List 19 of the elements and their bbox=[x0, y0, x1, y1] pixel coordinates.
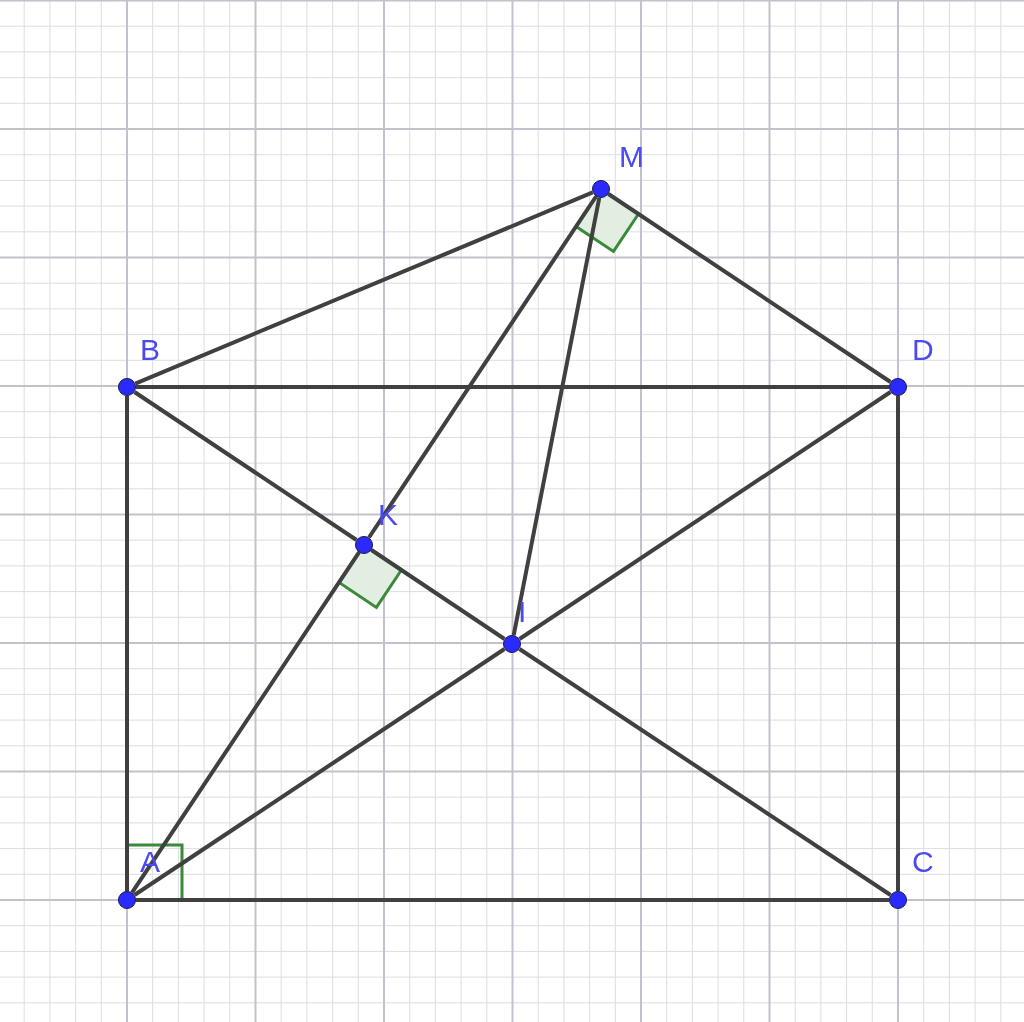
line-segment bbox=[511, 197, 602, 636]
point-label: B bbox=[140, 335, 160, 365]
line-segment bbox=[133, 647, 506, 897]
line-segment bbox=[518, 390, 892, 641]
line-segment bbox=[130, 551, 361, 894]
line-segment bbox=[125, 396, 129, 891]
line-segment bbox=[136, 898, 889, 902]
point-label: I bbox=[518, 597, 527, 627]
point-label: D bbox=[912, 335, 934, 365]
point-label: M bbox=[619, 142, 644, 172]
line-segment bbox=[367, 195, 598, 539]
line-segment bbox=[896, 396, 900, 891]
line-segment bbox=[136, 385, 889, 389]
line-segment bbox=[134, 190, 594, 386]
line-segment bbox=[133, 390, 358, 542]
line-segment bbox=[518, 647, 892, 897]
line-segment bbox=[607, 192, 892, 384]
line-segment bbox=[370, 548, 506, 641]
point-label: C bbox=[912, 847, 934, 877]
